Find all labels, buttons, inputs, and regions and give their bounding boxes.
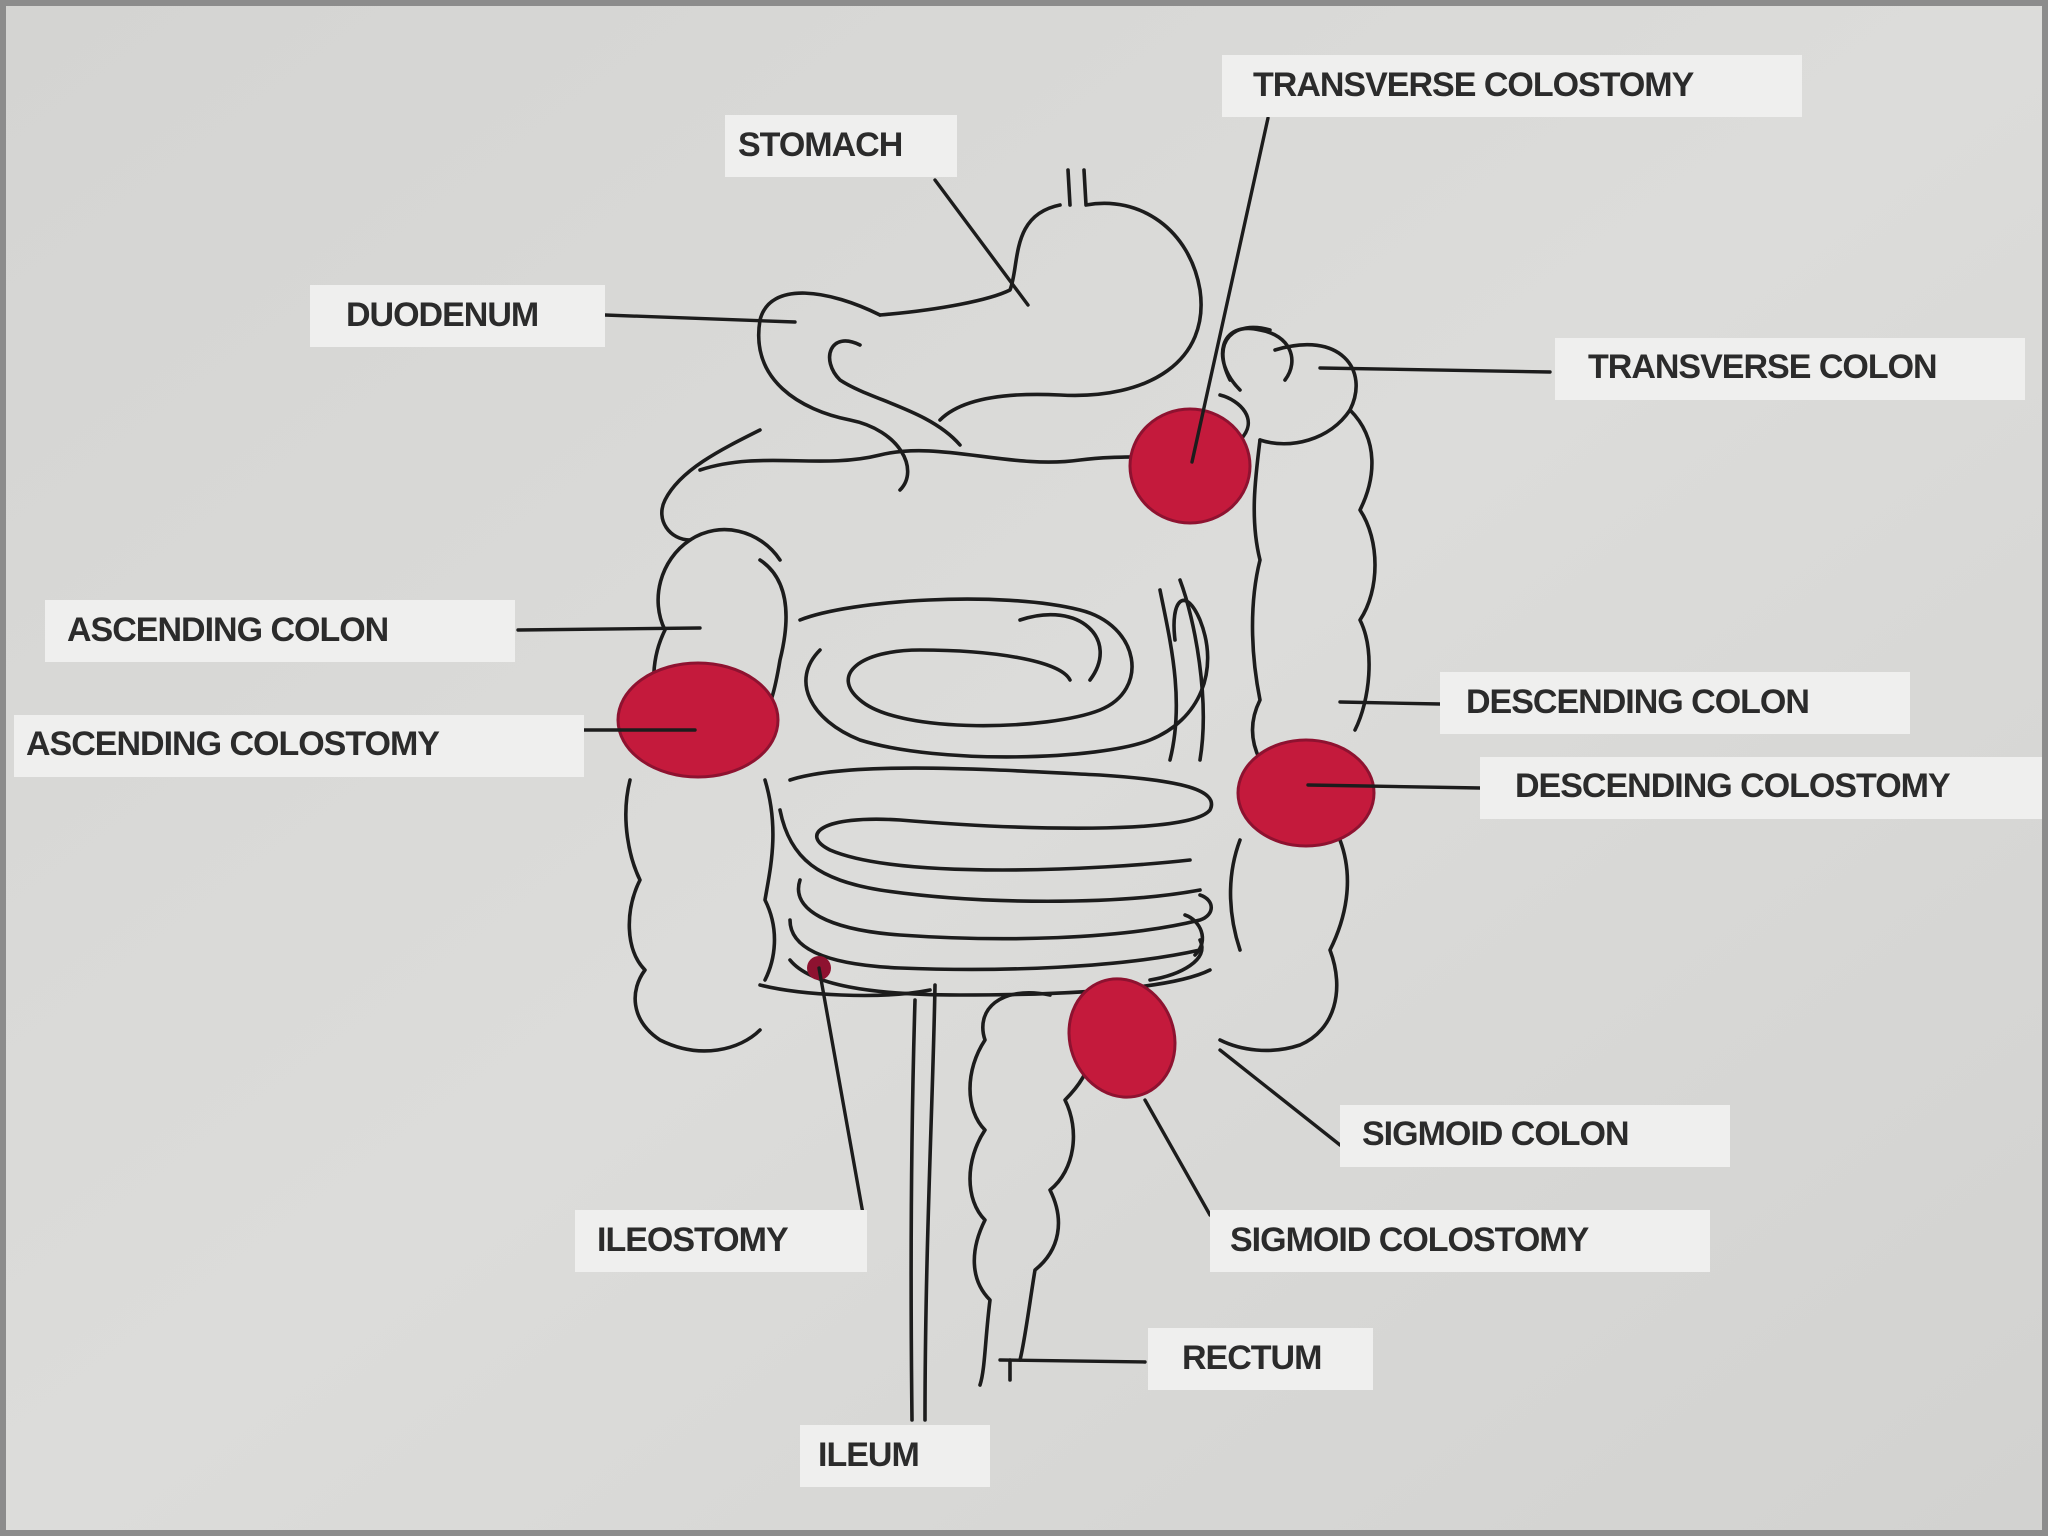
ileostomy-leader [817,966,867,1227]
transverse-colostomy-leader [1190,116,1270,464]
label-sigmoid-colon: SIGMOID COLON [1340,1105,1730,1167]
label-stomach-text: STOMACH [738,126,902,164]
label-ileostomy: ILEOSTOMY [575,1210,867,1272]
rectum-leader [998,1358,1147,1364]
label-stomach: STOMACH [725,115,957,177]
label-ileum-text: ILEUM [818,1436,919,1474]
ascending-colostomy-site [616,661,780,779]
transverse-colon-leader [1318,366,1552,374]
ileum-outline [758,983,937,1422]
sigmoid-colostomy-leader [1143,1098,1212,1217]
duodenum-leader [603,313,797,324]
label-ascending-colon-text: ASCENDING COLON [67,611,388,649]
label-ascending-colostomy-text: ASCENDING COLOSTOMY [26,725,440,763]
sigmoid-colostomy-site [1067,977,1177,1099]
descending-colon-outline [1250,408,1377,762]
label-transverse-colostomy-text: TRANSVERSE COLOSTOMY [1253,66,1695,104]
label-rectum-text: RECTUM [1182,1339,1321,1377]
label-ascending-colostomy: ASCENDING COLOSTOMY [14,715,584,777]
transverse-colostomy-site [1128,407,1252,525]
label-transverse-colostomy: TRANSVERSE COLOSTOMY [1222,55,1802,117]
label-duodenum-text: DUODENUM [346,296,538,334]
label-ileum: ILEUM [800,1425,990,1487]
label-sigmoid-colon-text: SIGMOID COLON [1362,1115,1629,1153]
label-rectum: RECTUM [1148,1328,1373,1390]
label-transverse-colon: TRANSVERSE COLON [1555,338,2025,400]
descending-colostomy-leader [1306,783,1482,790]
label-sigmoid-colostomy-text: SIGMOID COLOSTOMY [1230,1221,1590,1259]
label-descending-colostomy: DESCENDING COLOSTOMY [1480,757,2042,819]
descending-colostomy-site [1236,738,1376,848]
lower-ascending-colon [624,778,777,1053]
leader-lines [516,116,1552,1364]
label-ascending-colon: ASCENDING COLON [45,600,515,662]
small-intestine-coils [778,578,1214,997]
sigmoid-colon-leader [1218,1048,1342,1147]
label-descending-colon: DESCENDING COLON [1440,672,1910,734]
stomach-outline [878,168,1203,422]
label-descending-colostomy-text: DESCENDING COLOSTOMY [1515,767,1951,805]
label-duodenum: DUODENUM [310,285,605,347]
duodenum-outline [756,291,962,492]
ascending-colon-leader [516,626,702,632]
label-descending-colon-text: DESCENDING COLON [1466,683,1809,721]
organ-outlines [624,168,1377,1422]
label-ileostomy-text: ILEOSTOMY [597,1221,789,1259]
lower-descending-colon [1218,838,1350,1053]
stomach-leader [933,178,1030,307]
descending-colon-leader [1338,700,1442,706]
label-transverse-colon-text: TRANSVERSE COLON [1588,348,1937,386]
labels: STOMACH DUODENUM TRANSVERSE COLOSTOMY TR… [14,55,2042,1487]
stoma-sites [616,407,1376,1099]
label-sigmoid-colostomy: SIGMOID COLOSTOMY [1210,1210,1710,1272]
